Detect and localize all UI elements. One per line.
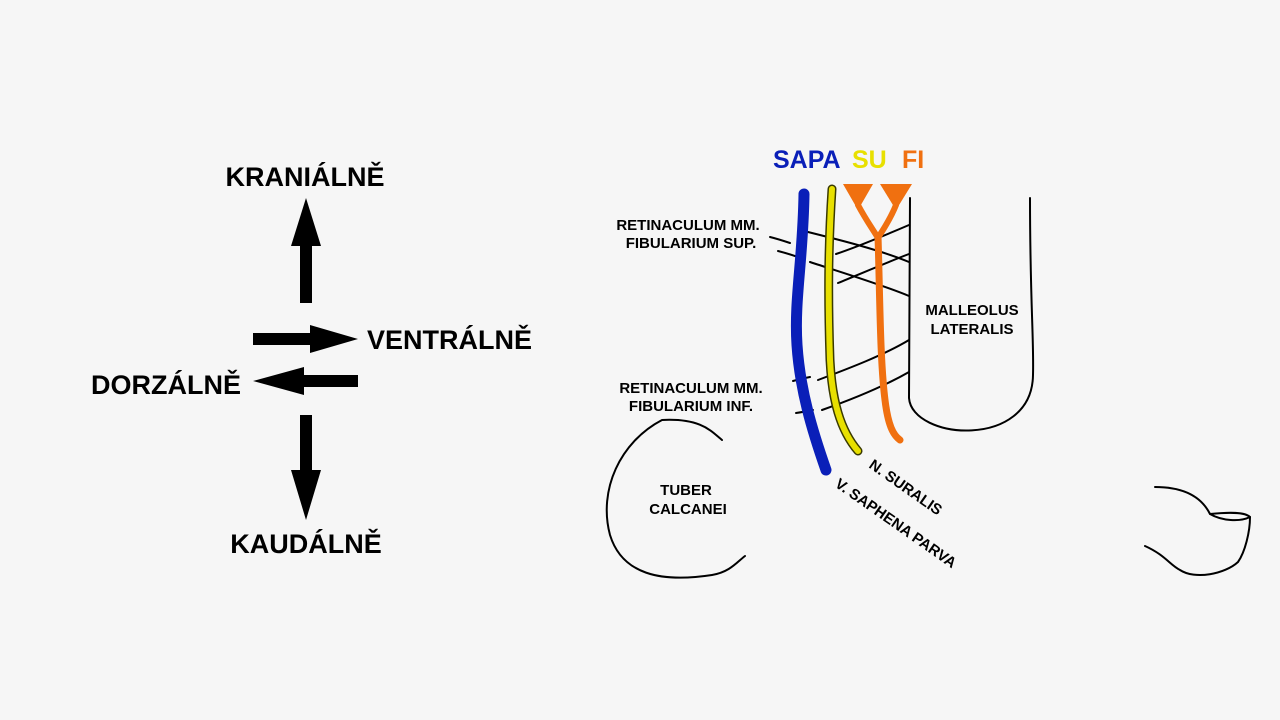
label-ventral: VENTRÁLNĚ [367, 324, 532, 355]
arrow-up-icon [291, 198, 321, 303]
legend: SAPA SU FI [773, 146, 924, 174]
retinaculum-sup-band [807, 231, 910, 263]
leader-line [777, 250, 799, 258]
malleolus-outline [908, 197, 1035, 432]
label-malleolus-1: MALLEOLUS [925, 302, 1018, 319]
label-tuber-1: TUBER [660, 482, 712, 499]
fibular-nerve [843, 184, 912, 444]
label-tuber-2: CALCANEI [649, 501, 727, 518]
label-cranial: KRANIÁLNĚ [226, 161, 385, 192]
calcaneus-outline [605, 418, 746, 579]
retinaculum-sup-band [835, 224, 910, 255]
legend-su: SU [852, 146, 887, 174]
legend-sapa: SAPA [773, 146, 841, 174]
saphena-vein [790, 188, 832, 476]
arrow-left-icon [253, 367, 358, 395]
retinaculum-sup-band [837, 253, 910, 284]
legend-fi: FI [902, 146, 924, 174]
fibular-branch-head-icon [843, 184, 873, 210]
label-retinaculum-sup-2: FIBULARIUM SUP. [626, 235, 757, 252]
foot-outline [1144, 486, 1251, 577]
arrow-right-icon [253, 325, 358, 353]
label-caudal: KAUDÁLNĚ [230, 528, 382, 559]
arrow-down-icon [291, 415, 321, 520]
anatomy-outlines [605, 197, 1251, 579]
anatomy-labels: RETINACULUM MM. FIBULARIUM SUP. MALLEOLU… [616, 217, 1018, 572]
fibular-branch-head-icon [880, 184, 912, 210]
direction-compass: KRANIÁLNĚ VENTRÁLNĚ DORZÁLNĚ KAUDÁLNĚ [91, 161, 532, 559]
label-dorsal: DORZÁLNĚ [91, 369, 241, 400]
label-retinaculum-inf-1: RETINACULUM MM. [619, 380, 762, 397]
label-retinaculum-inf-2: FIBULARIUM INF. [629, 398, 753, 415]
leader-line [769, 236, 791, 244]
retinaculum-sup-band [809, 261, 910, 297]
vessels-nerves [790, 184, 912, 476]
label-malleolus-2: LATERALIS [930, 321, 1013, 338]
sural-nerve [825, 186, 861, 454]
foot-outline [1209, 513, 1251, 522]
sural-nerve-outline [824, 184, 863, 456]
label-retinaculum-sup-1: RETINACULUM MM. [616, 217, 759, 234]
